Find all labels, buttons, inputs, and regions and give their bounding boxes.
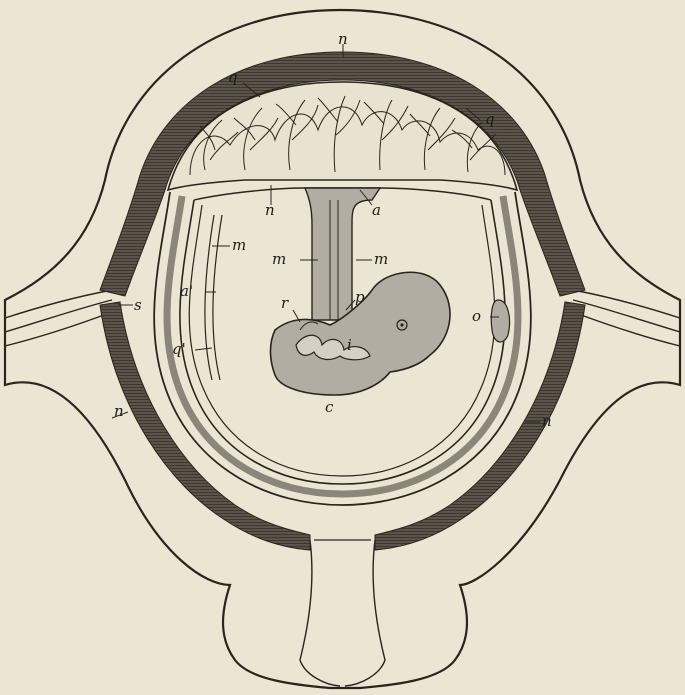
label-q-right: q — [485, 110, 495, 128]
label-a-prime: a' — [180, 282, 193, 300]
label-q-left: q — [228, 68, 238, 86]
label-n-inner: n — [265, 201, 275, 219]
label-s: s — [134, 296, 142, 314]
label-p: p — [355, 288, 365, 306]
cervical-canal — [300, 540, 340, 686]
label-n-top: n — [338, 30, 348, 48]
label-i: i — [347, 336, 352, 354]
label-n-left: n — [114, 402, 124, 420]
fallopian-tube-right — [573, 290, 680, 346]
fallopian-tube-left — [5, 290, 112, 346]
label-n-right: n — [542, 412, 552, 430]
label-c: c — [325, 398, 334, 416]
label-m-right: m — [374, 250, 388, 268]
label-m-mid: m — [272, 250, 286, 268]
label-m-left: m — [232, 236, 246, 254]
label-q-prime: q' — [172, 340, 186, 358]
ovary-right — [491, 300, 509, 342]
allantois-stalk — [205, 215, 214, 380]
label-o: o — [472, 307, 481, 325]
label-a-top: a — [372, 201, 381, 219]
label-r: r — [281, 294, 289, 312]
